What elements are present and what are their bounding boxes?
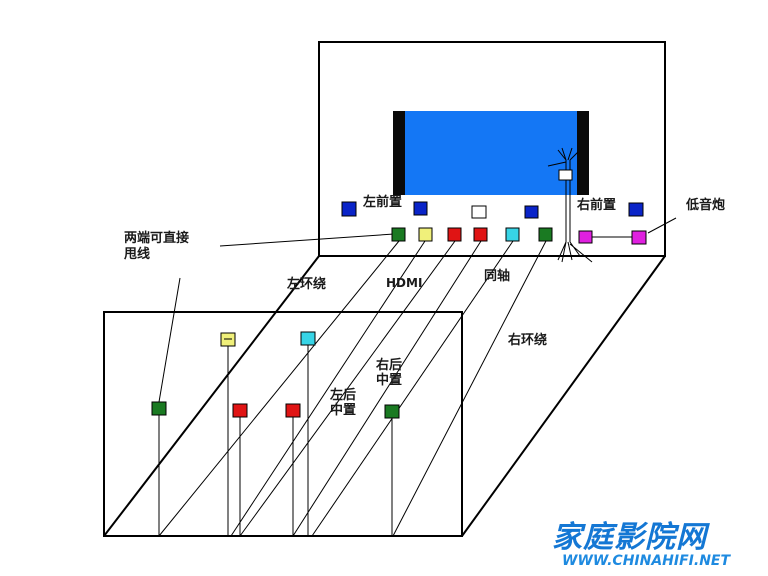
fray-bottom xyxy=(557,241,593,263)
frayed-wire-ends xyxy=(547,147,593,263)
wire-2 xyxy=(230,240,426,537)
sub-label-pointer xyxy=(647,217,677,234)
socket-red-2 xyxy=(285,403,301,418)
connector-red-1 xyxy=(447,227,462,242)
speaker-center xyxy=(471,205,487,219)
right-rear-center-label-line1: 右后 xyxy=(376,358,403,373)
left-front-label: 左前置 xyxy=(363,195,403,210)
hdmi-label: HDMI xyxy=(386,276,423,290)
connector-green-2 xyxy=(538,227,553,242)
direct-wire-label-line1: 两端可直接 xyxy=(124,231,190,246)
direct-wire-pointer-2 xyxy=(158,277,181,403)
socket-green xyxy=(151,401,167,416)
watermark-logo: 家庭影院网 xyxy=(552,520,707,555)
front-speakers xyxy=(341,201,644,219)
connector-green xyxy=(391,227,406,242)
socket-poles xyxy=(158,345,393,536)
connector-magenta xyxy=(578,230,593,244)
subwoofer-box xyxy=(631,230,647,245)
wire-4 xyxy=(292,240,482,537)
wire-1 xyxy=(158,240,400,537)
wire-6 xyxy=(392,240,547,537)
connector-yellow xyxy=(418,227,433,242)
wall-panel xyxy=(318,41,666,257)
speaker-right-outer xyxy=(628,202,644,217)
tv-screen xyxy=(405,111,577,195)
connector-cyan xyxy=(505,227,520,242)
coaxial-label: 同轴 xyxy=(484,269,511,284)
socket-cyan xyxy=(300,331,316,346)
floor-edge-left xyxy=(103,255,320,537)
right-rear-center-label-line2: 中置 xyxy=(376,373,403,388)
socket-green-2 xyxy=(384,404,400,419)
left-rear-center-label-line2: 中置 xyxy=(330,403,357,418)
tv xyxy=(393,111,589,195)
wires xyxy=(158,160,677,537)
direct-wire-label-line2: 甩线 xyxy=(124,247,151,262)
receiver-plug xyxy=(558,169,573,181)
lower-sockets xyxy=(151,331,400,419)
speaker-right-inner xyxy=(524,205,539,219)
wire-3 xyxy=(239,240,456,537)
floor-panel xyxy=(103,311,463,537)
wire-5 xyxy=(311,240,514,537)
subwoofer-label: 低音炮 xyxy=(686,198,726,213)
floor-edge-right xyxy=(461,255,666,537)
socket-red-1 xyxy=(232,403,248,418)
speaker-left-inner xyxy=(413,201,428,216)
speaker-left-outer xyxy=(341,201,357,217)
right-front-label: 右前置 xyxy=(577,198,617,213)
upper-connectors xyxy=(391,169,647,245)
connector-red-2 xyxy=(473,227,488,242)
direct-wire-pointer xyxy=(219,233,395,247)
watermark-url: WWW.CHINAHIFI.NET xyxy=(562,553,731,569)
left-rear-center-label-line1: 左后 xyxy=(330,388,357,403)
fray-top xyxy=(547,147,579,167)
right-surround-label: 右环绕 xyxy=(508,333,548,348)
left-surround-label: 左环绕 xyxy=(287,277,327,292)
